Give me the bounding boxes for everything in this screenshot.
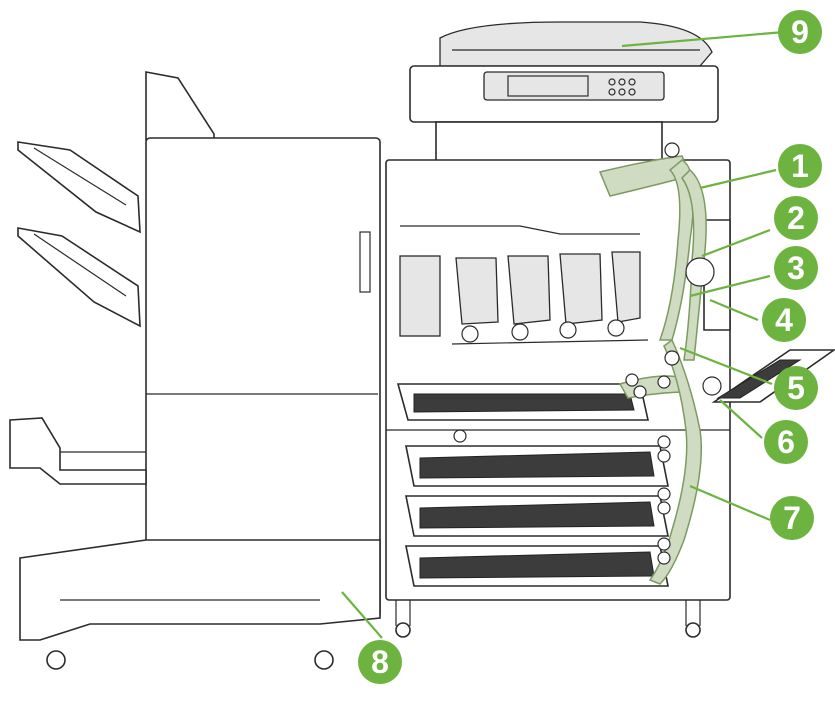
toner-cartridge-4 [611, 251, 641, 323]
leader-line-2 [701, 228, 771, 258]
toner-cartridge-3 [559, 253, 603, 325]
callout-7: 7 [770, 496, 814, 540]
finisher-unit [9, 71, 381, 670]
toner-cartridge-1 [455, 257, 499, 325]
leader-line-6 [719, 399, 763, 439]
callout-8: 8 [358, 640, 402, 684]
paper-stack-3 [419, 501, 655, 529]
leader-line-4 [709, 298, 759, 322]
printer-unit [385, 21, 835, 638]
leader-line-5 [679, 346, 773, 386]
callout-9: 9 [778, 10, 822, 54]
leader-line-7 [689, 484, 771, 522]
leader-line-9 [621, 30, 785, 48]
callout-1: 1 [778, 144, 822, 188]
finisher-base [19, 539, 381, 641]
callout-3: 3 [774, 246, 818, 290]
leader-line-8 [341, 591, 383, 639]
callout-4: 4 [762, 298, 806, 342]
finisher-caster-left [46, 650, 66, 670]
finisher-hood [145, 71, 215, 141]
toner-cartridge-2 [507, 255, 551, 325]
paper-stack-2 [419, 451, 655, 479]
callout-5: 5 [774, 366, 818, 410]
callout-2: 2 [774, 196, 818, 240]
finisher-upper-bin [17, 141, 141, 234]
document-feeder [439, 21, 713, 67]
paper-stack-1 [413, 393, 635, 413]
finisher-caster-right [314, 650, 334, 670]
leader-lines [341, 30, 785, 639]
leader-line-1 [699, 168, 777, 190]
finisher-booklet-tray [9, 417, 147, 485]
paper-path-duplex [648, 338, 703, 585]
finisher-middle-bin [17, 227, 141, 328]
callout-6: 6 [764, 420, 808, 464]
leader-line-3 [689, 274, 771, 298]
paper-path [598, 142, 722, 585]
